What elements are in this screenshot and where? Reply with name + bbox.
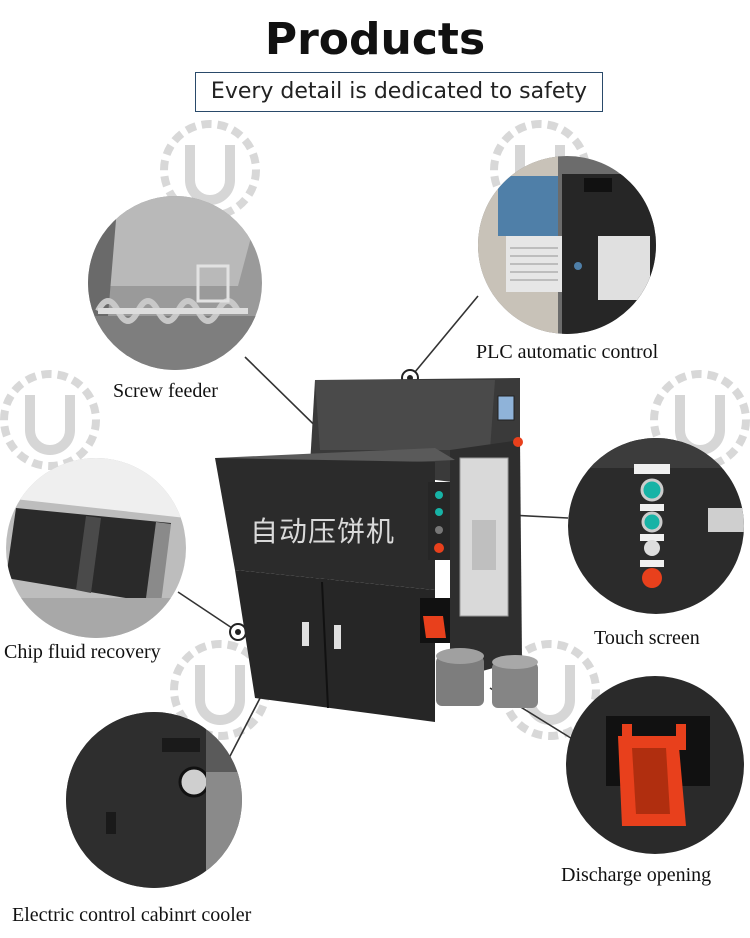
machine-panel-text: 自动压饼机 [250, 515, 396, 548]
callout-label-touch-screen: Touch screen [594, 627, 700, 649]
callout-label-cabinet-cooler: Electric control cabinrt cooler [12, 904, 252, 926]
detail-circle-screw-feeder [88, 196, 262, 370]
detail-circle-plc-control [478, 156, 656, 334]
detail-circle-chip-fluid-recovery [6, 458, 186, 638]
detail-circle-cabinet-cooler [66, 712, 242, 888]
callout-label-discharge-opening: Discharge opening [561, 864, 712, 886]
page-title: Products [264, 14, 486, 65]
detail-circle-discharge-opening [566, 676, 744, 854]
callout-label-chip-fluid-recovery: Chip fluid recovery [4, 641, 161, 663]
callout-label-plc-control: PLC automatic control [476, 341, 659, 363]
page-subtitle: Every detail is dedicated to safety [195, 72, 603, 112]
callout-label-screw-feeder: Screw feeder [113, 380, 218, 402]
detail-circle-touch-screen [568, 438, 744, 614]
machine-illustration [215, 378, 538, 722]
